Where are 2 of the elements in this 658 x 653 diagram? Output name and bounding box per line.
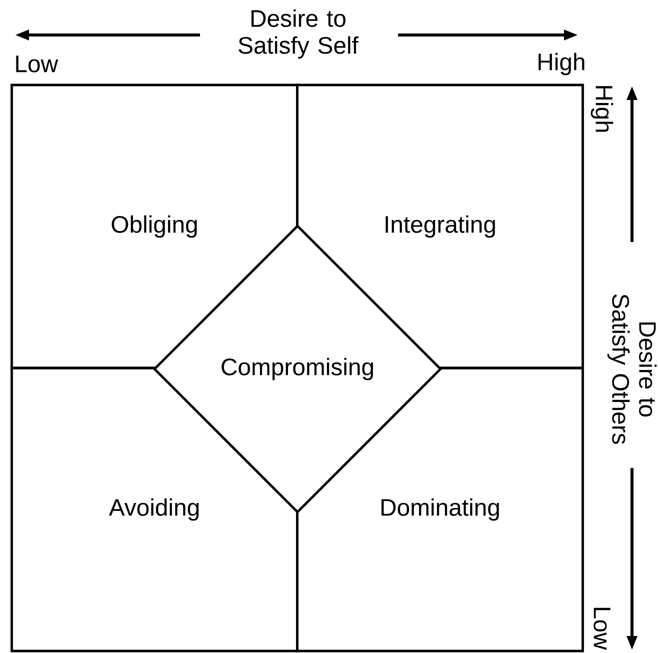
axis-label: Desire to Satisfy Others bbox=[607, 294, 657, 444]
axis-label: Desire to Satisfy Self bbox=[238, 9, 358, 59]
